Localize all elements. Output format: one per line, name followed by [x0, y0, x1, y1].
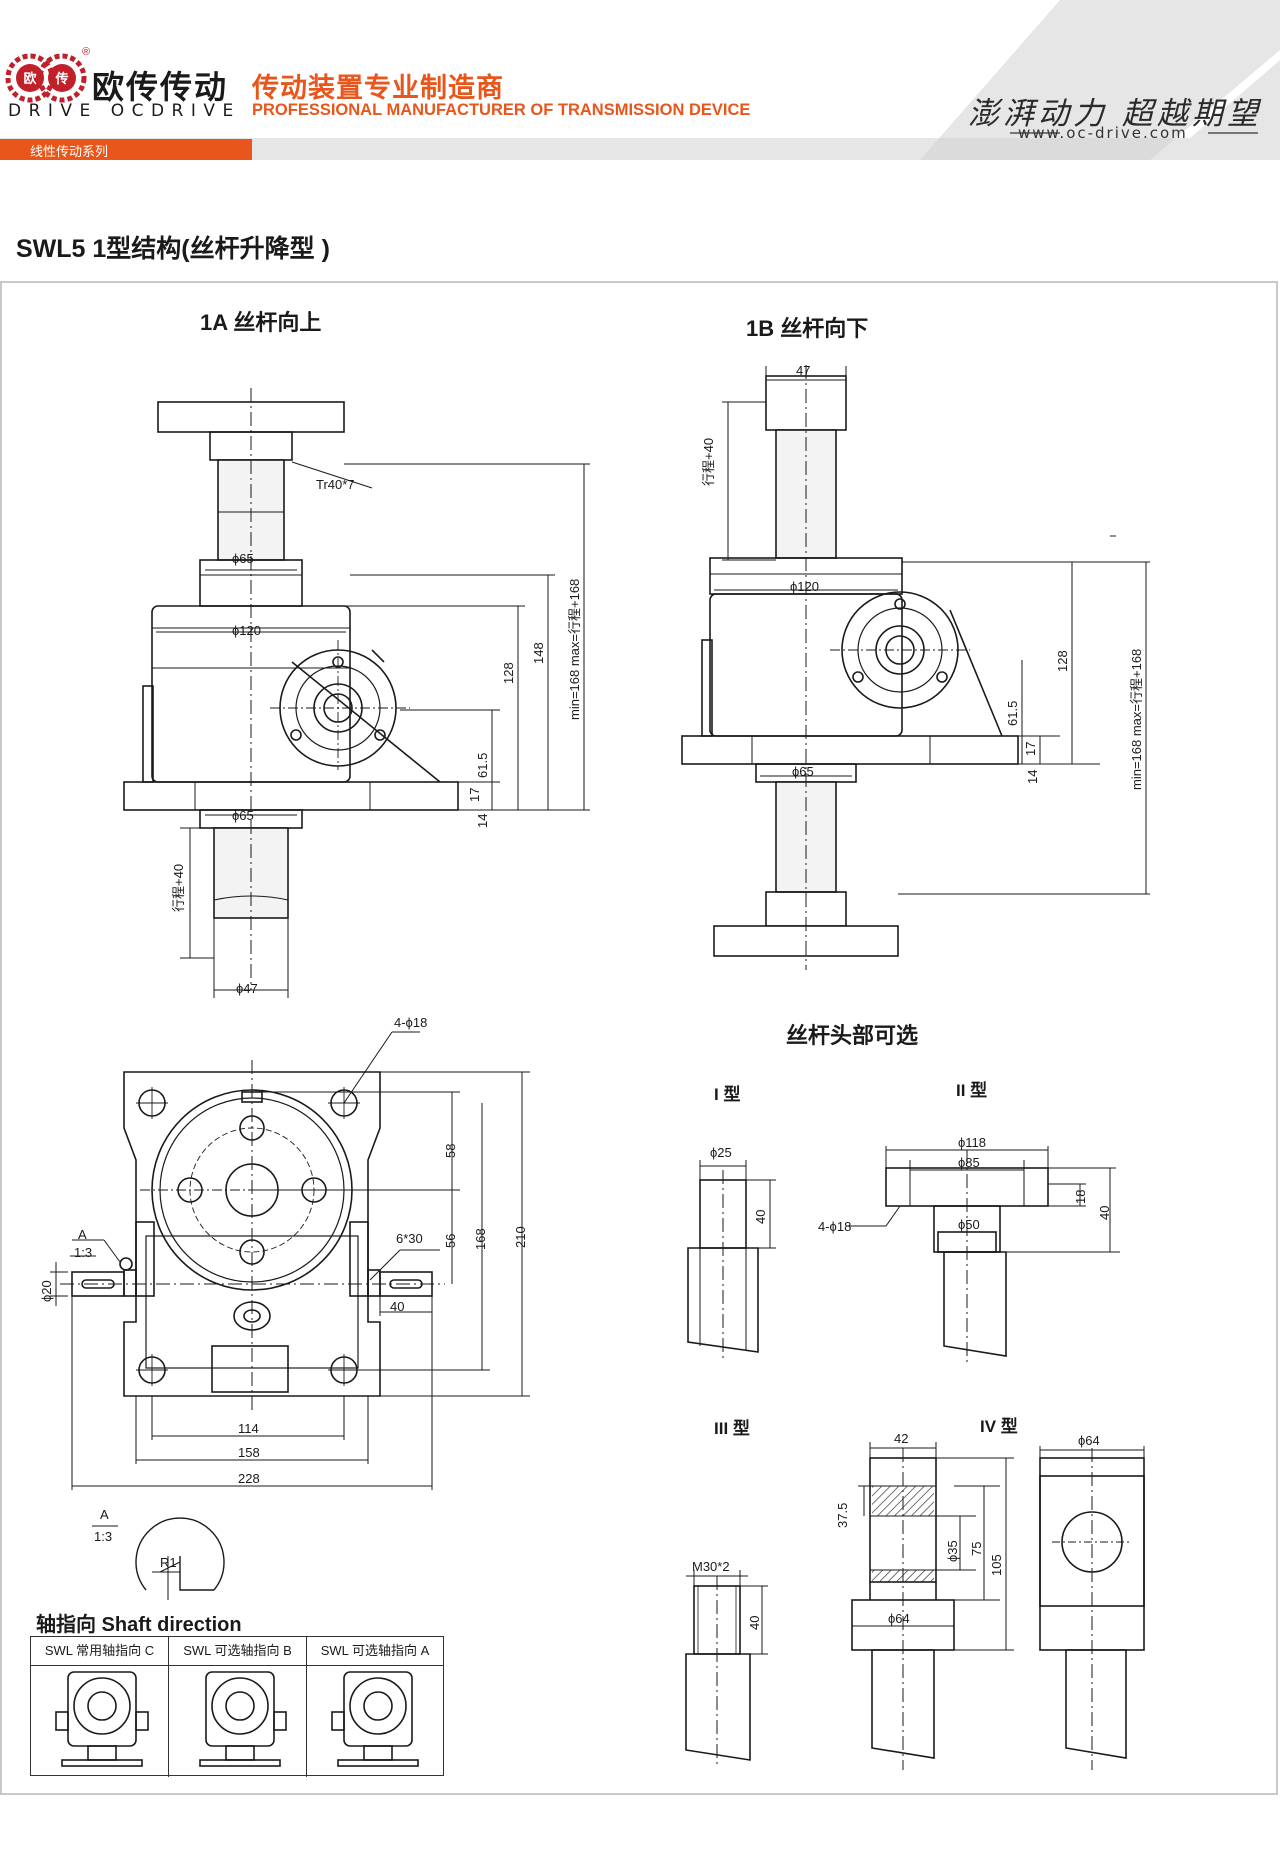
page-title: SWL5 1型结构(丝杆升降型 ): [16, 235, 330, 263]
view-1a-drawing: [123, 388, 590, 998]
dim-top-shaft-dia: ϕ20: [39, 1280, 54, 1302]
dim-top-168: 168: [473, 1228, 488, 1250]
dim-1a-14: 14: [475, 813, 490, 828]
company-logo-icon: 欧 传 ®: [5, 46, 90, 103]
dim-t2-50: ϕ50: [958, 1217, 980, 1232]
dim-1b-168: min=168 max=行程+168: [1129, 648, 1144, 790]
registered-mark: ®: [82, 46, 90, 58]
logo-glyph-left: 欧: [23, 71, 36, 86]
dim-1a-body-dia: ϕ120: [232, 623, 261, 638]
dim-t3-40: 40: [747, 1615, 762, 1630]
header-graphics: 欧 传 ®: [0, 0, 1280, 160]
website-link[interactable]: www.oc-drive.com: [1018, 124, 1188, 142]
dim-1b-128: 128: [1055, 650, 1070, 672]
shaft-cell-label: SWL 可选轴指向 B: [169, 1637, 306, 1666]
dim-t4-37-5: 37.5: [835, 1502, 850, 1528]
series-label: 线性传动系列: [30, 144, 109, 159]
dim-top-58: 58: [443, 1143, 458, 1158]
dim-top-detail-scale: 1:3: [74, 1245, 93, 1260]
dim-top-detail-ref: A: [78, 1227, 87, 1242]
dim-1a-stroke: 行程+40: [171, 863, 186, 912]
header-swoosh: [920, 0, 1280, 160]
head-type-2-drawing: [848, 1146, 1120, 1362]
shaft-cell-label: SWL 可选轴指向 A: [307, 1637, 443, 1666]
dim-t4-64: ϕ64: [888, 1611, 910, 1626]
series-tab: [0, 139, 252, 160]
dim-top-158: 158: [238, 1445, 260, 1460]
dim-top-holes: 4-ϕ18: [394, 1015, 428, 1030]
shaft-direction-title: 轴指向 Shaft direction: [36, 1614, 242, 1636]
detail-a-drawing: [135, 1517, 225, 1600]
dim-t2-85: ϕ85: [958, 1155, 980, 1170]
shaft-direction-table: SWL 常用轴指向 C SWL 可选轴指向 B SWL 可选轴指向 A: [30, 1636, 444, 1777]
dim-t2-holes: 4-ϕ18: [818, 1219, 852, 1234]
dim-1a-168: min=168 max=行程+168: [567, 578, 582, 720]
view-1a-title: 1A 丝杆向上: [200, 310, 322, 335]
dim-1a-thread: Tr40*7: [316, 477, 355, 492]
drawing-frame: [0, 281, 1278, 1795]
dim-t2-18: 18: [1073, 1189, 1088, 1204]
dim-1a-bottom-dia: ϕ65: [232, 808, 254, 823]
head-type-2-label: II 型: [956, 1081, 988, 1100]
dim-t1-dia: ϕ25: [710, 1145, 732, 1160]
dim-t3-thread: M30*2: [692, 1559, 730, 1574]
page-header: 欧 传 ® 欧传传动 DRIVE OCDRIVE 传动装置专业制造商 PROFE…: [0, 0, 1280, 160]
detail-scale: 1:3: [94, 1529, 113, 1544]
shaft-cell-a: SWL 可选轴指向 A: [307, 1637, 443, 1777]
dim-1b-14: 14: [1025, 769, 1040, 784]
slogan-en: PROFESSIONAL MANUFACTURER OF TRANSMISSIO…: [252, 101, 751, 119]
dim-top-228: 228: [238, 1471, 260, 1486]
shaft-direction-icons: [55, 1671, 419, 1767]
dim-t4-side-dia: ϕ64: [1078, 1433, 1100, 1448]
dim-1b-stroke: 行程+40: [701, 437, 716, 486]
detail-ref: A: [100, 1507, 109, 1522]
dim-t4-35: ϕ35: [945, 1540, 960, 1562]
dim-top-114: 114: [238, 1421, 259, 1436]
head-type-1-drawing: [687, 1160, 776, 1360]
view-1b-title: 1B 丝杆向下: [746, 316, 869, 341]
shaft-cell-label: SWL 常用轴指向 C: [31, 1637, 168, 1666]
dim-1a-screw-dia: ϕ65: [232, 551, 254, 566]
dim-t1-40: 40: [753, 1209, 768, 1224]
slogan-cn: 传动装置专业制造商: [252, 73, 504, 103]
dim-1b-bottom-dia: ϕ65: [792, 764, 814, 779]
dim-t2-118: ϕ118: [958, 1135, 987, 1150]
dim-top-210: 210: [513, 1226, 528, 1248]
shaft-cell-c: SWL 常用轴指向 C: [31, 1637, 169, 1777]
heads-title: 丝杆头部可选: [786, 1023, 919, 1048]
detail-radius: R1: [160, 1555, 177, 1570]
dim-t4-75: 75: [969, 1541, 984, 1556]
dim-1b-47: 47: [796, 363, 811, 378]
dim-1a-128: 128: [501, 662, 516, 684]
dim-t4-42: 42: [894, 1431, 909, 1446]
dim-1a-17: 17: [467, 787, 482, 802]
head-type-1-label: I 型: [714, 1085, 741, 1104]
brand-name-en: DRIVE OCDRIVE: [8, 101, 241, 121]
dim-1a-148: 148: [531, 642, 546, 664]
head-type-4-drawing: [851, 1442, 1145, 1770]
top-view-drawing: [50, 1031, 530, 1527]
dim-top-40: 40: [390, 1299, 405, 1314]
head-type-4-label: IV 型: [980, 1417, 1018, 1436]
head-type-3-drawing: [685, 1570, 768, 1768]
calligraphy-slogan: 澎湃动力 超越期望: [968, 96, 1262, 132]
dim-t2-40: 40: [1097, 1205, 1112, 1220]
dim-1a-tube-dia: ϕ47: [236, 981, 258, 996]
dim-1b-body-dia: ϕ120: [790, 579, 819, 594]
dim-t4-105: 105: [989, 1554, 1004, 1576]
view-1b-drawing: [681, 365, 1150, 970]
dim-1b-17: 17: [1023, 741, 1038, 756]
head-type-3-label: III 型: [714, 1419, 750, 1438]
dim-top-key: 6*30: [396, 1231, 423, 1246]
brand-name-cn: 欧传传动: [92, 69, 229, 105]
shaft-cell-b: SWL 可选轴指向 B: [169, 1637, 307, 1777]
dim-1a-61-5: 61.5: [475, 752, 490, 778]
dim-top-56: 56: [443, 1233, 458, 1248]
logo-glyph-right: 传: [54, 71, 68, 86]
dim-1b-61-5: 61.5: [1005, 700, 1020, 726]
